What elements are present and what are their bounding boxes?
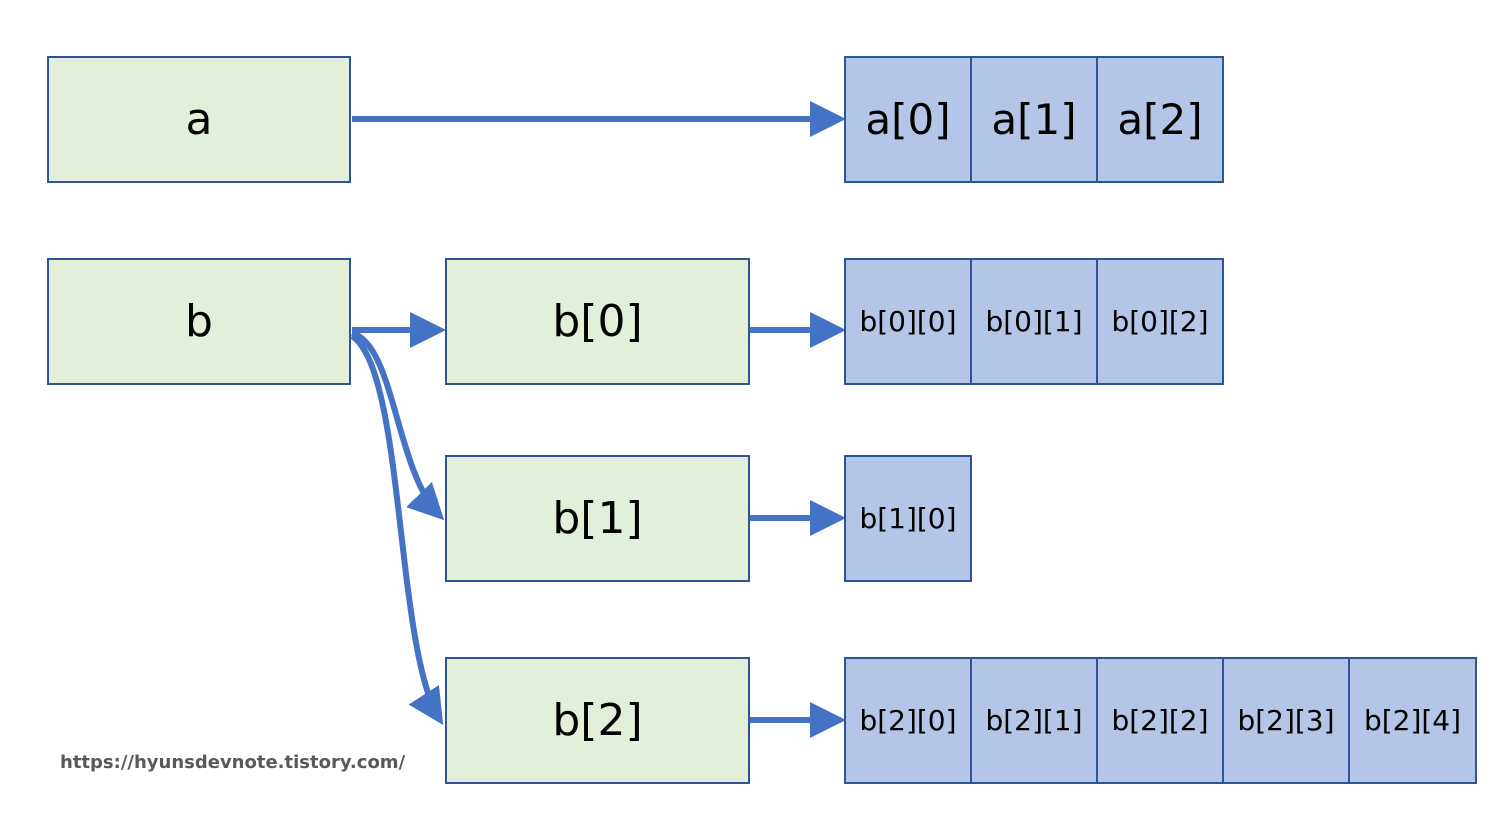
arrow-b-to-b1 [350, 330, 445, 521]
b2-cell-0-label: b[2][0] [859, 704, 957, 737]
b-row-0-label: b[0] [552, 296, 643, 347]
b0-cell-1-label: b[0][1] [985, 305, 1083, 338]
variable-a-label: a [185, 94, 213, 145]
arrow-b-to-b2 [350, 333, 444, 726]
b-row-2-label: b[2] [552, 695, 643, 746]
b0-cell-2: b[0][2] [1096, 258, 1224, 385]
b2-cell-0: b[2][0] [844, 657, 972, 784]
b2-cell-2-label: b[2][2] [1111, 704, 1209, 737]
variable-b-label: b [185, 296, 213, 347]
b-row-1: b[1] [445, 455, 750, 582]
b0-cell-0-label: b[0][0] [859, 305, 957, 338]
b-row-2: b[2] [445, 657, 750, 784]
a-cell-0: a[0] [844, 56, 972, 183]
b2-cell-4: b[2][4] [1348, 657, 1477, 784]
b2-cell-1: b[2][1] [970, 657, 1098, 784]
a-cell-2: a[2] [1096, 56, 1224, 183]
b-row-1-label: b[1] [552, 493, 643, 544]
b1-cell-0: b[1][0] [844, 455, 972, 582]
b2-cell-1-label: b[2][1] [985, 704, 1083, 737]
a-cell-0-label: a[0] [865, 95, 951, 144]
b0-cell-0: b[0][0] [844, 258, 972, 385]
b2-cell-2: b[2][2] [1096, 657, 1224, 784]
b1-cell-0-label: b[1][0] [859, 502, 957, 535]
b0-cell-1: b[0][1] [970, 258, 1098, 385]
watermark-url: https://hyunsdevnote.tistory.com/ [60, 752, 406, 773]
variable-a: a [47, 56, 351, 183]
b2-cell-4-label: b[2][4] [1363, 704, 1462, 737]
variable-b: b [47, 258, 351, 385]
a-cell-1-label: a[1] [991, 95, 1077, 144]
b2-cell-3: b[2][3] [1222, 657, 1350, 784]
a-cell-1: a[1] [970, 56, 1098, 183]
b-row-0: b[0] [445, 258, 750, 385]
a-cell-2-label: a[2] [1117, 95, 1203, 144]
b2-cell-3-label: b[2][3] [1237, 704, 1335, 737]
b0-cell-2-label: b[0][2] [1111, 305, 1209, 338]
